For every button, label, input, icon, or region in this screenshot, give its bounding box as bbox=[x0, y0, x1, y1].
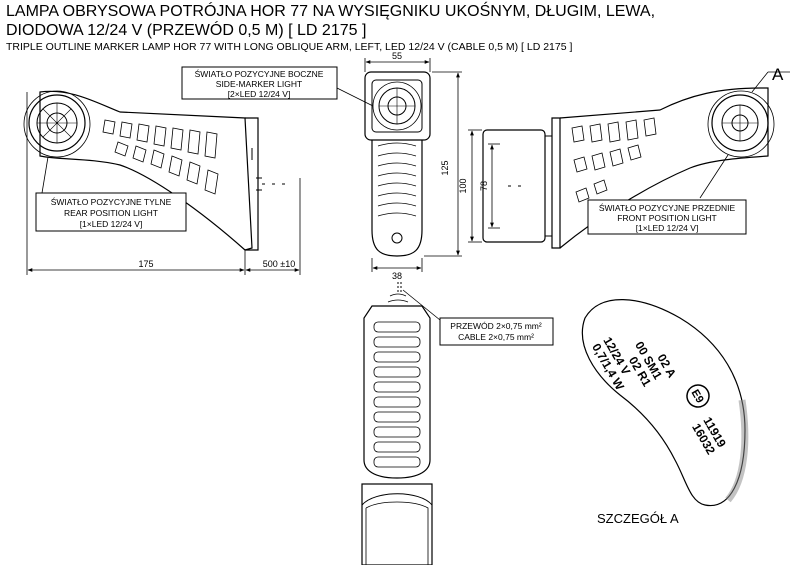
front-callout-pl: ŚWIATŁO POZYCYJNE PRZEDNIE bbox=[599, 202, 736, 213]
page-title: LAMPA OBRYSOWA POTRÓJNA HOR 77 NA WYSIĘG… bbox=[6, 2, 655, 40]
bottom-view bbox=[361, 282, 441, 565]
rear-callout: ŚWIATŁO POZYCYJNE TYLNE REAR POSITION LI… bbox=[35, 192, 187, 232]
side-callout-en: SIDE-MARKER LIGHT bbox=[216, 79, 302, 89]
detail-emark-text: E9 bbox=[689, 388, 706, 406]
detail-text-block-3: 11919 16032 bbox=[689, 415, 729, 458]
side-callout-spec: [2×LED 12/24 V] bbox=[228, 89, 291, 99]
rear-callout-circle bbox=[23, 90, 91, 158]
dim-78: 78 bbox=[479, 181, 489, 191]
front-callout: ŚWIATŁO POZYCYJNE PRZEDNIE FRONT POSITIO… bbox=[587, 199, 747, 235]
detail-text-block-2: 02 A 00 SM1 02 R1 bbox=[626, 339, 679, 389]
dim-cable-length: 500 ±10 bbox=[263, 259, 295, 269]
dim-100: 100 bbox=[458, 178, 468, 193]
front-callout-spec: [1×LED 12/24 V] bbox=[636, 223, 699, 233]
cable-callout: PRZEWÓD 2×0,75 mm² CABLE 2×0,75 mm² bbox=[439, 317, 554, 346]
dim-175: 175 bbox=[138, 259, 153, 269]
front-callout-circle bbox=[707, 90, 775, 158]
rear-callout-en: REAR POSITION LIGHT bbox=[64, 208, 158, 218]
cable-callout-pl: PRZEWÓD 2×0,75 mm² bbox=[450, 321, 542, 331]
front-callout-en: FRONT POSITION LIGHT bbox=[617, 213, 717, 223]
detail-a: 12/24 V 0,7/1,4 W 02 A 00 SM1 02 R1 E9 1… bbox=[581, 299, 749, 507]
rear-lamp-body bbox=[28, 94, 86, 152]
detail-emark: E9 bbox=[686, 384, 710, 408]
left-arm-ribs bbox=[102, 119, 219, 195]
bottom-ribs bbox=[373, 321, 421, 468]
front-lamp-body bbox=[711, 94, 769, 152]
page-subtitle: TRIPLE OUTLINE MARKER LAMP HOR 77 WITH L… bbox=[6, 41, 573, 53]
rear-callout-spec: [1×LED 12/24 V] bbox=[80, 219, 143, 229]
dim-125: 125 bbox=[440, 160, 450, 175]
center-view bbox=[336, 58, 462, 272]
center-ribs bbox=[377, 142, 417, 217]
side-callout-pl: ŚWIATŁO POZYCYJNE BOCZNE bbox=[195, 68, 324, 79]
left-view bbox=[23, 90, 301, 275]
side-callout: ŚWIATŁO POZYCYJNE BOCZNE SIDE-MARKER LIG… bbox=[181, 66, 338, 100]
profile-view bbox=[468, 129, 552, 243]
right-arm-ribs bbox=[571, 117, 657, 203]
dim-38: 38 bbox=[392, 271, 402, 281]
cable-callout-en: CABLE 2×0,75 mm² bbox=[458, 332, 534, 342]
title-line-2: DIODOWA 12/24 V (PRZEWÓD 0,5 M) [ LD 217… bbox=[6, 22, 367, 39]
detail-label: SZCZEGÓŁ A bbox=[597, 511, 679, 526]
detail-marker-a: A bbox=[772, 65, 784, 84]
dim-55: 55 bbox=[392, 51, 402, 61]
title-line-1: LAMPA OBRYSOWA POTRÓJNA HOR 77 NA WYSIĘG… bbox=[6, 3, 656, 20]
rear-callout-pl: ŚWIATŁO POZYCYJNE TYLNE bbox=[51, 196, 172, 207]
